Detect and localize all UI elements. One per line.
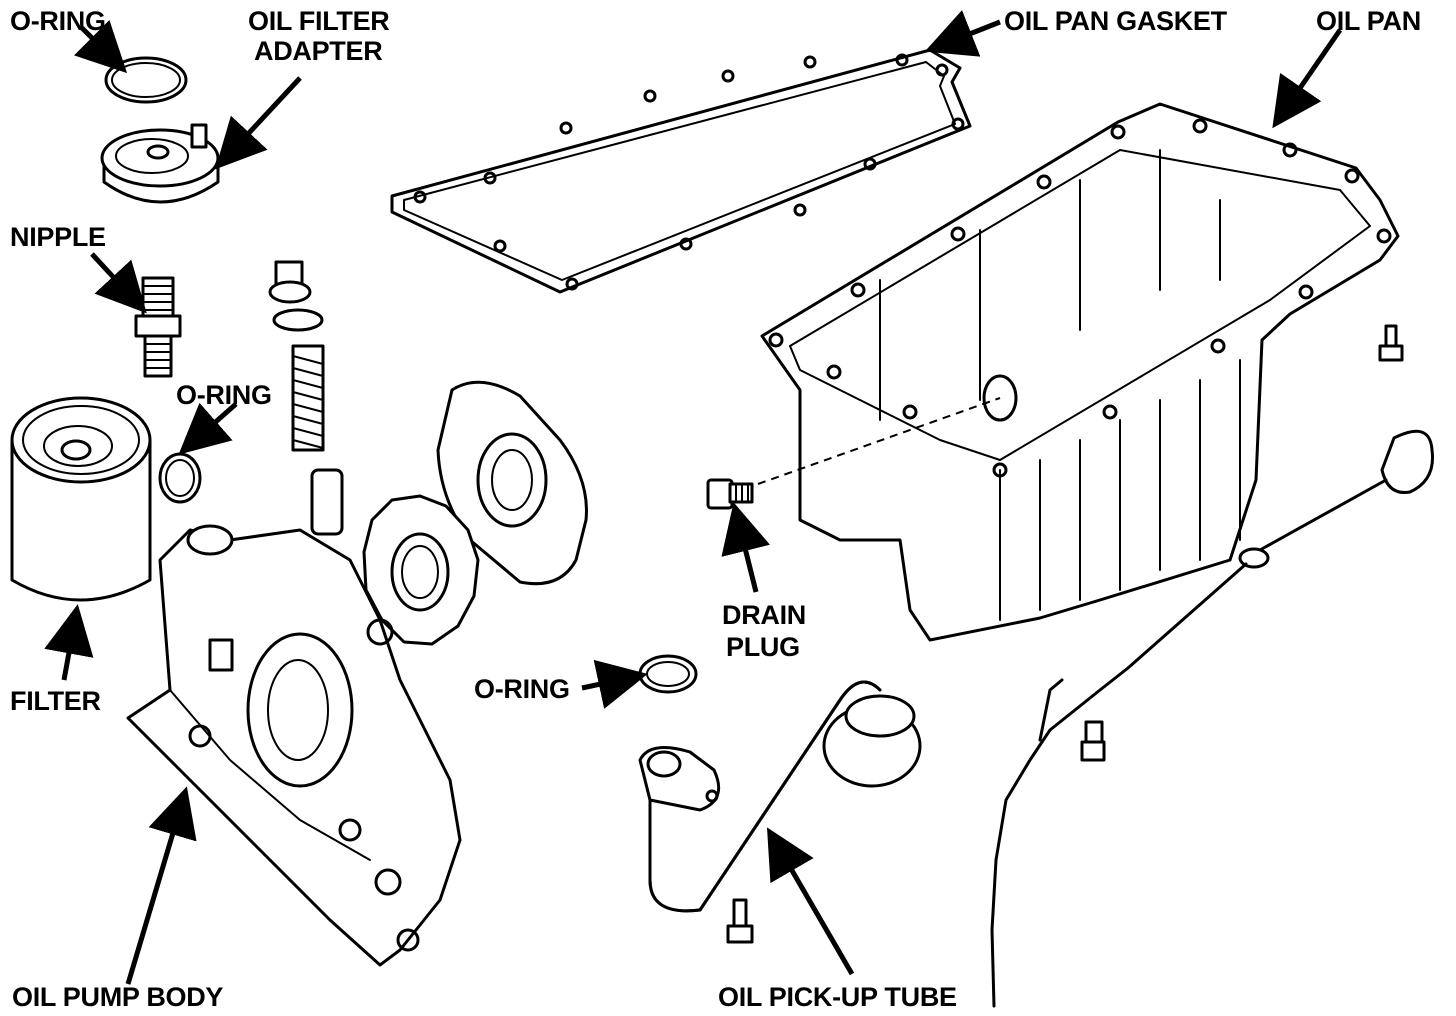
label-o-ring-low: O-RING (474, 674, 570, 704)
label-oil-pump-body: OIL PUMP BODY (12, 982, 223, 1012)
label-drain-plug-line2: PLUG (726, 632, 800, 662)
oil-pump-body-part (126, 524, 462, 967)
label-nipple: NIPPLE (10, 222, 106, 252)
arrow-nipple (90, 252, 147, 314)
drain-plug-part (706, 397, 1001, 510)
o-ring-top-part (104, 56, 188, 104)
relief-valve-parts (268, 260, 344, 536)
label-drain-plug-line1: DRAIN (722, 600, 806, 630)
arrow-drain-plug (721, 502, 770, 593)
pump-cover-plate-part (436, 380, 588, 586)
callout-arrows (44, 10, 1343, 985)
o-ring-mid-part (158, 452, 202, 504)
label-oil-filter-adapter-line1: OIL FILTER (248, 6, 390, 36)
label-oil-pickup-tube: OIL PICK-UP TUBE (718, 982, 957, 1012)
oil-filter-part (10, 396, 152, 602)
arrow-oil-pan (1272, 28, 1343, 129)
arrow-oil-filter-adapter (215, 76, 302, 170)
oil-pan-gasket-part (390, 48, 972, 294)
label-oil-pan-gasket: OIL PAN GASKET (1004, 6, 1228, 36)
label-oil-pan: OIL PAN (1316, 6, 1421, 36)
oil-pan-part (760, 102, 1400, 642)
arrow-o-ring-top (74, 20, 128, 74)
o-ring-low-part (638, 654, 698, 694)
label-o-ring-mid: O-RING (176, 380, 272, 410)
label-oil-filter-adapter-line2: ADAPTER (254, 36, 382, 66)
oil-pickup-tube-part (638, 680, 922, 944)
label-o-ring-top: O-RING (10, 6, 106, 36)
labels: O-RING OIL FILTER ADAPTER NIPPLE O-RING … (10, 6, 1421, 1012)
dipstick-part (990, 429, 1435, 1008)
arrow-oil-pan-gasket (924, 10, 1001, 57)
arrow-o-ring-low (581, 659, 648, 709)
arrow-oil-pickup-tube (766, 827, 855, 976)
arrow-o-ring-mid (178, 402, 238, 455)
arrow-filter (44, 604, 94, 681)
arrow-oil-pump-body (125, 786, 197, 985)
label-filter: FILTER (10, 686, 101, 716)
oil-filter-adapter-part (100, 123, 220, 204)
pan-bolt-part (1378, 324, 1404, 362)
nipple-part (134, 276, 182, 378)
